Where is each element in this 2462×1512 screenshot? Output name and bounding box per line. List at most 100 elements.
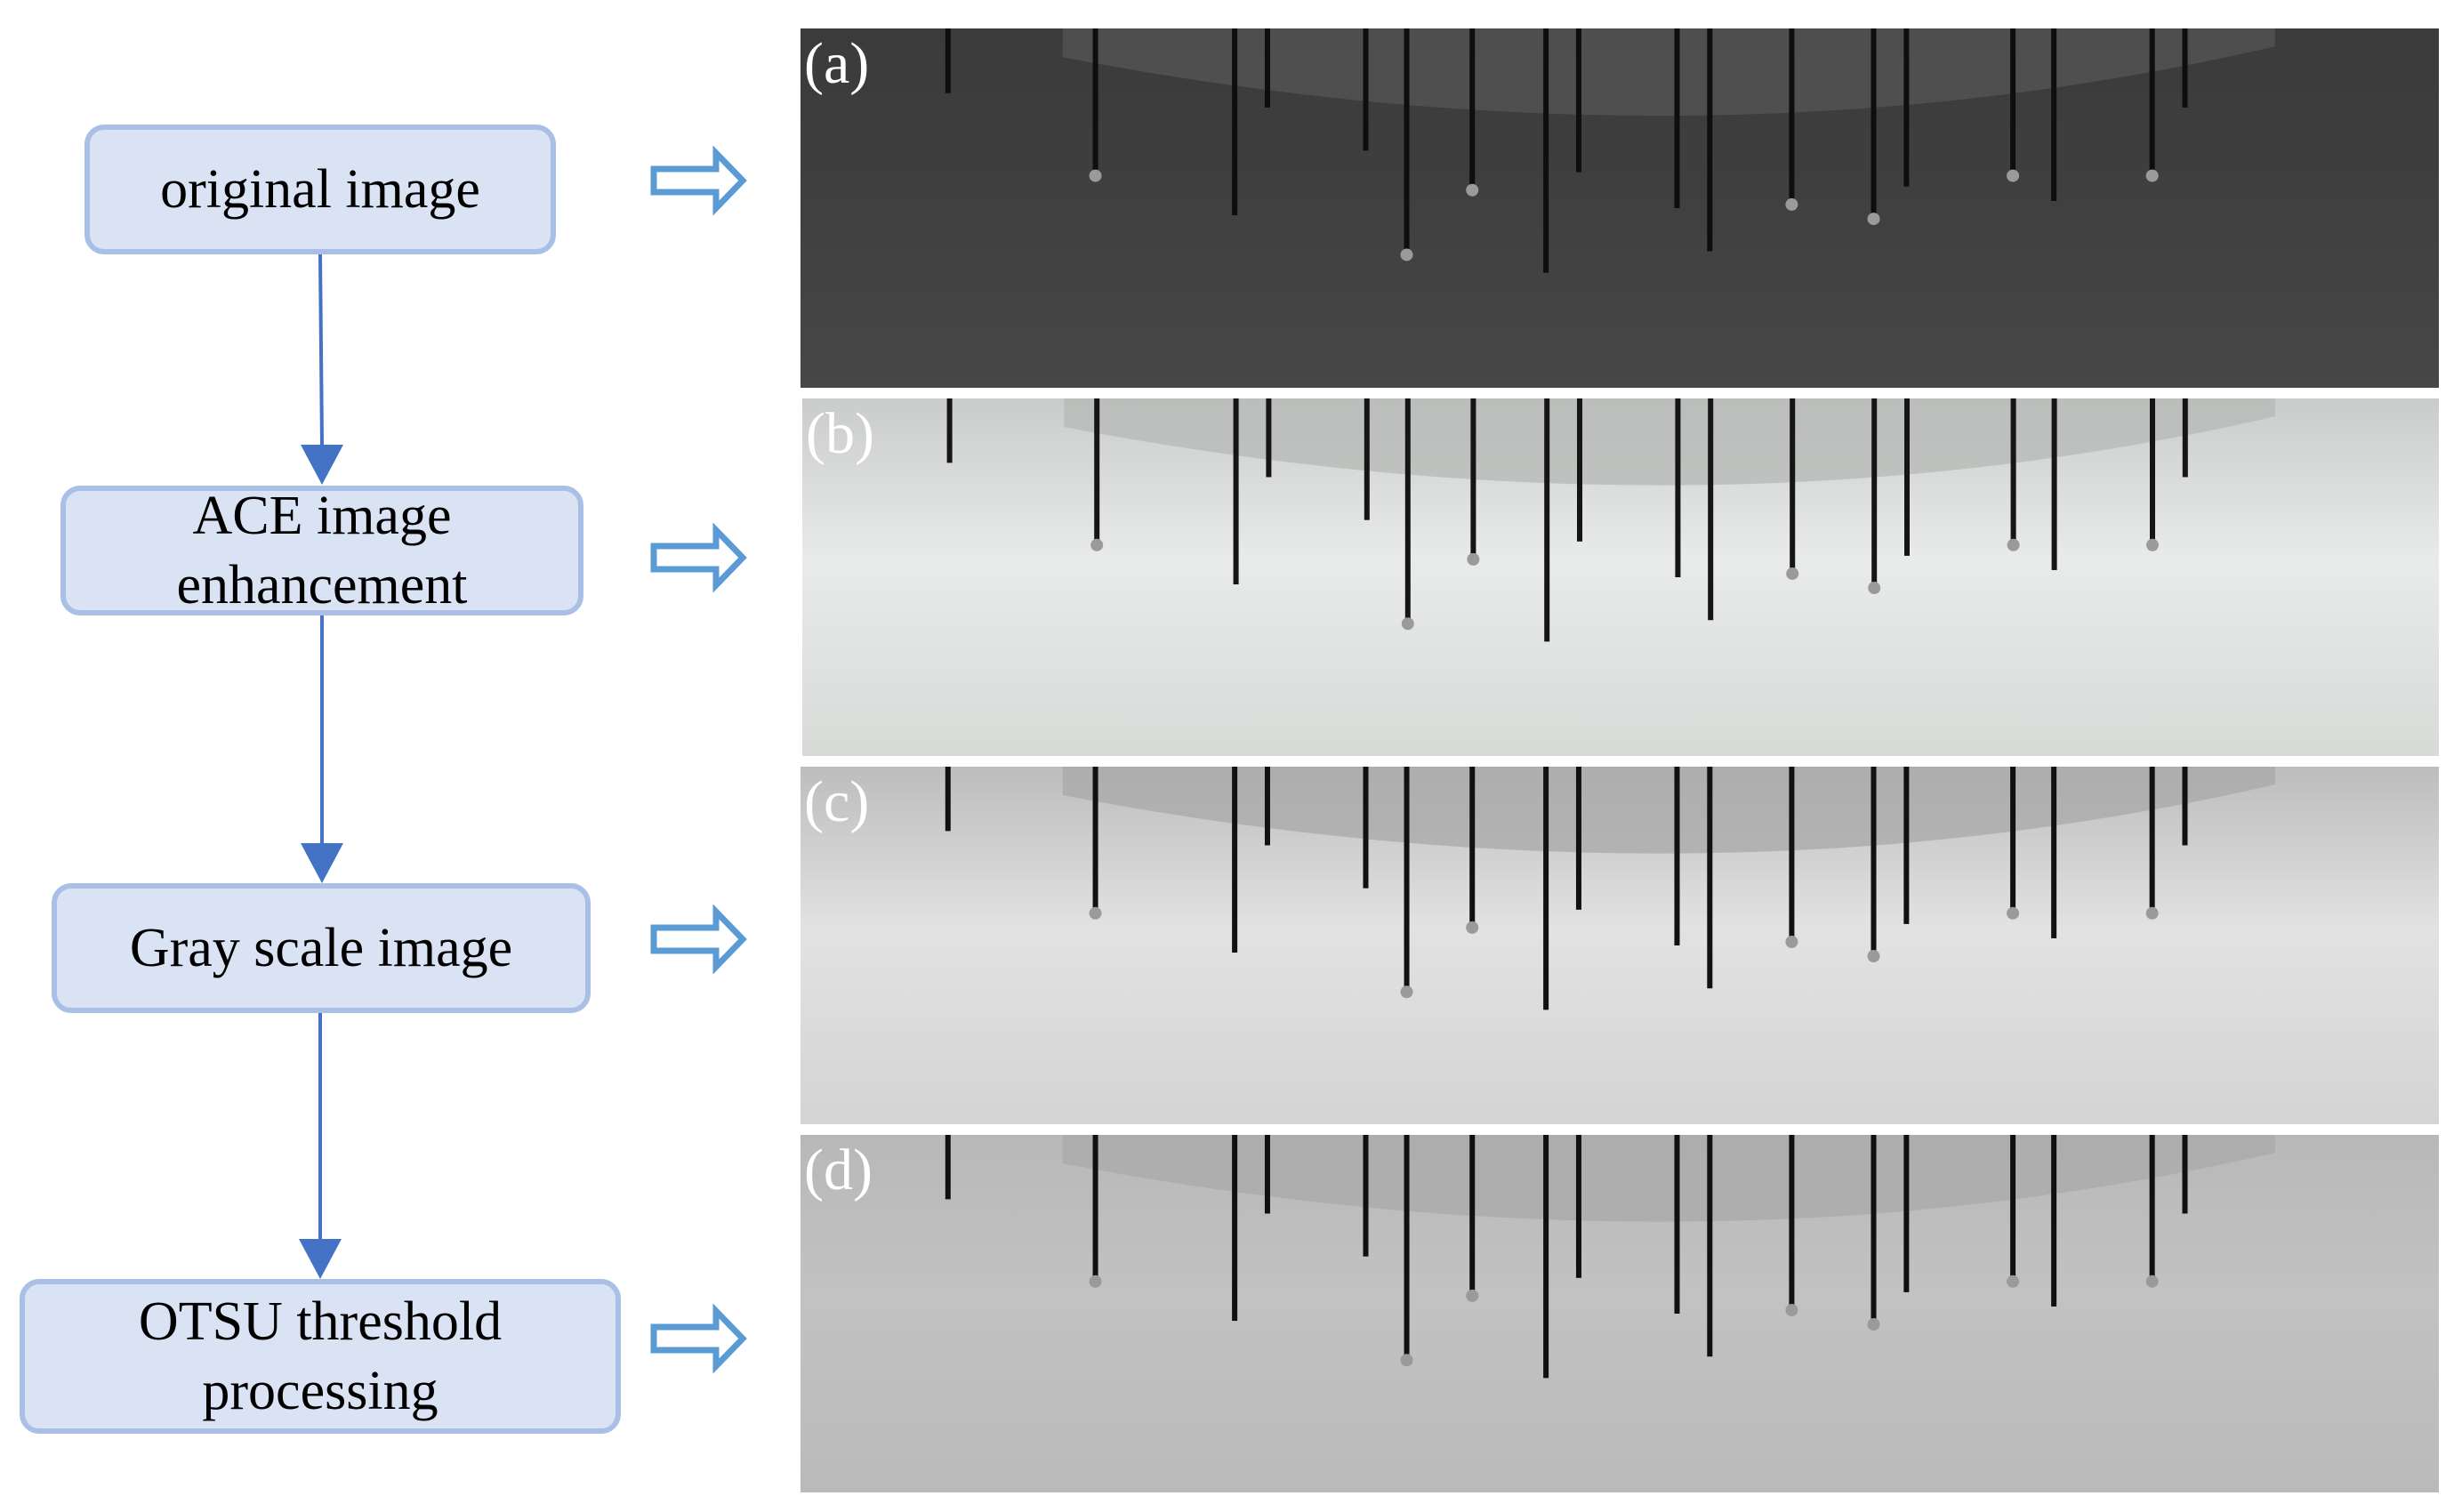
- needle: [1469, 1135, 1476, 1292]
- needle: [945, 1135, 951, 1200]
- arrow-1-to-2: [301, 253, 343, 485]
- needle: [1674, 28, 1680, 208]
- panel-label: (b): [806, 401, 874, 466]
- hollow-arrow-icon: [650, 1303, 747, 1374]
- needle: [2182, 28, 2188, 108]
- droplet: [2145, 169, 2159, 182]
- panel-c-gray-photo: (c): [801, 767, 2439, 1124]
- needle: [1092, 767, 1098, 910]
- needle: [1092, 1135, 1098, 1278]
- droplet: [2007, 1275, 2020, 1288]
- needle: [1404, 28, 1410, 252]
- droplet: [2007, 906, 2020, 920]
- panel-label: (a): [804, 31, 870, 96]
- needle: [1363, 1135, 1369, 1257]
- needle: [1789, 1135, 1795, 1307]
- droplet: [1400, 1354, 1413, 1367]
- needle: [1264, 767, 1270, 846]
- needle: [1404, 1135, 1410, 1357]
- droplet: [2146, 538, 2159, 551]
- panel-b-ace-photo: (b): [802, 398, 2439, 756]
- needle: [1470, 398, 1476, 556]
- needle: [1575, 1135, 1581, 1278]
- needle: [1707, 28, 1713, 252]
- droplet: [1400, 248, 1413, 261]
- droplet: [1867, 950, 1880, 963]
- needle: [1404, 398, 1411, 621]
- droplet: [1089, 169, 1102, 182]
- needle: [1871, 398, 1878, 585]
- needle: [2150, 398, 2155, 542]
- needle: [2010, 398, 2016, 542]
- needle: [2010, 1135, 2016, 1278]
- needle: [1708, 398, 1714, 621]
- droplet: [1785, 935, 1798, 948]
- panel-label: (c): [804, 769, 870, 834]
- needle: [2182, 398, 2188, 478]
- panel-a-original-photo: (a): [801, 28, 2439, 388]
- needle: [2010, 28, 2016, 173]
- needle: [1789, 28, 1795, 201]
- needle: [1543, 1135, 1549, 1379]
- droplet: [1467, 552, 1480, 566]
- needle: [1577, 398, 1582, 542]
- needle: [1789, 767, 1795, 938]
- needle: [2051, 767, 2057, 938]
- droplet: [1785, 1303, 1798, 1316]
- needle: [1363, 28, 1369, 151]
- needle: [1790, 398, 1796, 570]
- hollow-arrow-icon: [650, 145, 747, 216]
- needle: [2051, 28, 2057, 201]
- droplet: [1401, 617, 1414, 631]
- hollow-arrow-icon: [650, 522, 747, 593]
- needle: [1543, 28, 1549, 273]
- needle: [1675, 398, 1681, 577]
- needle: [2149, 767, 2155, 910]
- droplet: [1867, 1318, 1880, 1331]
- needle: [1871, 1135, 1877, 1322]
- needle: [2149, 28, 2155, 173]
- panel-d-threshold-photo: (d): [801, 1135, 2439, 1492]
- needle: [1575, 767, 1581, 910]
- needle: [1903, 1135, 1910, 1292]
- needle: [945, 767, 951, 832]
- needle: [1674, 1135, 1680, 1314]
- needle: [1903, 767, 1910, 924]
- needle: [1707, 767, 1713, 989]
- needle: [1363, 767, 1369, 889]
- hollow-arrow-icon: [650, 904, 747, 975]
- droplet: [1090, 538, 1104, 551]
- droplet: [1466, 1289, 1479, 1302]
- needle: [1266, 398, 1272, 478]
- droplet: [1867, 213, 1880, 226]
- needle: [1092, 28, 1098, 173]
- panel-label: (d): [804, 1138, 873, 1202]
- droplet: [2007, 538, 2020, 551]
- needle: [1264, 28, 1270, 108]
- needle: [1544, 398, 1550, 642]
- arrow-2-to-3: [301, 614, 343, 883]
- step-label: OTSU threshold processing: [138, 1291, 503, 1421]
- needle: [1903, 28, 1910, 187]
- step-label: ACE image enhancement: [176, 486, 468, 615]
- needle: [1543, 767, 1549, 1010]
- needle: [2149, 1135, 2155, 1278]
- needle: [1469, 767, 1476, 924]
- needle: [1233, 398, 1239, 585]
- needle: [1904, 398, 1910, 556]
- droplet: [1466, 921, 1479, 934]
- droplet: [1466, 183, 1479, 197]
- needle: [1674, 767, 1680, 945]
- droplet: [1400, 985, 1413, 999]
- droplet: [2007, 169, 2020, 182]
- needle: [1232, 28, 1238, 216]
- needle: [2051, 398, 2057, 570]
- needle: [1264, 1135, 1270, 1214]
- needle: [945, 28, 951, 93]
- step-otsu-threshold: OTSU threshold processing: [20, 1279, 621, 1434]
- needle: [1871, 28, 1877, 216]
- step-label: Gray scale image: [129, 918, 513, 978]
- arrow-3-to-4: [299, 1012, 342, 1279]
